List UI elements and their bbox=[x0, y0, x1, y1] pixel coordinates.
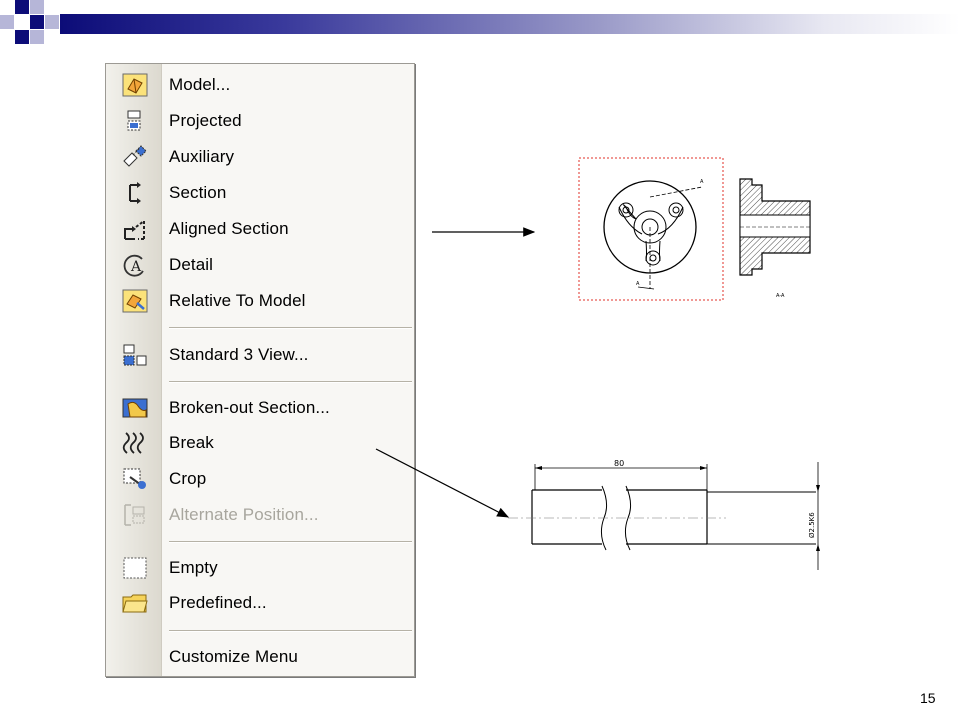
detail-view-icon: A bbox=[123, 254, 144, 277]
drawing-view-context-menu: Model... Projected Auxiliary Section Al bbox=[105, 63, 415, 677]
menu-item-auxiliary[interactable]: Auxiliary bbox=[106, 140, 414, 174]
menu-item-aligned-section[interactable]: Aligned Section bbox=[106, 212, 414, 246]
menu-item-label: Relative To Model bbox=[169, 291, 306, 310]
menu-separator bbox=[169, 327, 412, 329]
header-square bbox=[15, 0, 29, 14]
broken-out-section-icon bbox=[122, 398, 148, 418]
menu-item-crop[interactable]: Crop bbox=[106, 462, 414, 496]
projected-view-icon bbox=[127, 110, 141, 131]
break-view-drawing: 80 Ø2.5K6 bbox=[508, 459, 820, 570]
predefined-view-icon bbox=[122, 594, 148, 613]
alternate-position-icon bbox=[124, 504, 145, 526]
menu-item-label: Aligned Section bbox=[169, 219, 289, 238]
empty-view-icon bbox=[123, 557, 147, 579]
header-square bbox=[30, 30, 44, 44]
menu-item-label: Predefined... bbox=[169, 593, 267, 612]
menu-separator bbox=[169, 541, 412, 543]
menu-item-label: Section bbox=[169, 183, 227, 202]
break-view-icon bbox=[122, 432, 144, 454]
header-square bbox=[15, 30, 29, 44]
svg-text:A: A bbox=[130, 259, 142, 275]
section-label-aa: A-A bbox=[776, 293, 785, 299]
header-square bbox=[30, 15, 44, 29]
section-view-drawing: A A A-A bbox=[578, 157, 811, 301]
arrow-to-break-drawing bbox=[375, 448, 510, 518]
section-side-view bbox=[739, 178, 811, 276]
menu-item-label: Alternate Position... bbox=[169, 505, 319, 524]
menu-item-label: Empty bbox=[169, 558, 218, 577]
menu-item-label: Projected bbox=[169, 111, 242, 130]
menu-item-break[interactable]: Break bbox=[106, 426, 414, 460]
menu-item-label: Crop bbox=[169, 469, 207, 488]
menu-item-label: Break bbox=[169, 433, 214, 452]
menu-item-label: Auxiliary bbox=[169, 147, 235, 166]
menu-item-section[interactable]: Section bbox=[106, 176, 414, 210]
selection-box bbox=[578, 157, 724, 301]
menu-item-standard-3-view[interactable]: Standard 3 View... bbox=[106, 338, 414, 372]
header-square bbox=[45, 15, 59, 29]
menu-item-label: Customize Menu bbox=[169, 647, 298, 666]
menu-item-label: Standard 3 View... bbox=[169, 345, 309, 364]
menu-separator bbox=[169, 381, 412, 383]
section-label-a: A bbox=[700, 179, 704, 185]
section-view-icon bbox=[129, 182, 141, 204]
menu-item-projected[interactable]: Projected bbox=[106, 104, 414, 138]
aligned-section-icon bbox=[124, 220, 145, 240]
menu-item-customize-menu[interactable]: Customize Menu bbox=[106, 640, 414, 674]
section-label-a: A bbox=[636, 281, 640, 287]
menu-item-broken-out-section[interactable]: Broken-out Section... bbox=[106, 391, 414, 425]
model-view-icon bbox=[122, 73, 148, 97]
menu-item-alternate-position[interactable]: Alternate Position... bbox=[106, 498, 414, 532]
menu-item-label: Detail bbox=[169, 255, 214, 274]
menu-item-detail[interactable]: A Detail bbox=[106, 248, 414, 282]
header-square bbox=[0, 15, 14, 29]
dimension-length: 80 bbox=[614, 459, 624, 468]
header-square bbox=[30, 0, 44, 14]
menu-item-predefined[interactable]: Predefined... bbox=[106, 586, 414, 620]
menu-item-model[interactable]: Model... bbox=[106, 68, 414, 102]
slide-header-bar bbox=[60, 14, 960, 34]
crop-view-icon bbox=[123, 468, 146, 489]
dimension-diameter: Ø2.5K6 bbox=[808, 512, 816, 538]
menu-item-relative-to-model[interactable]: Relative To Model bbox=[106, 284, 414, 318]
standard-3-view-icon bbox=[123, 344, 147, 366]
header-square bbox=[15, 15, 29, 29]
auxiliary-view-icon bbox=[123, 145, 147, 167]
menu-item-label: Broken-out Section... bbox=[169, 398, 330, 417]
menu-item-label: Model... bbox=[169, 75, 231, 94]
relative-to-model-icon bbox=[122, 289, 148, 313]
menu-item-empty[interactable]: Empty bbox=[106, 551, 414, 585]
page-number: 15 bbox=[920, 690, 936, 706]
menu-separator bbox=[169, 630, 412, 632]
